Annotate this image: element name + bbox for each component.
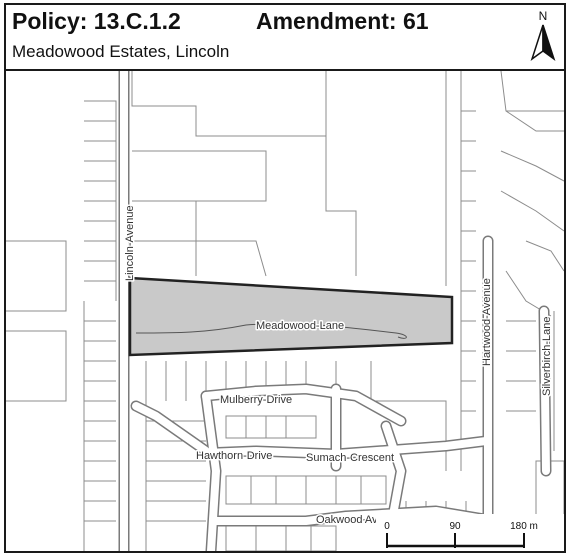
mulberry-drive-label: Mulberry-Drive — [220, 394, 292, 406]
north-label: N — [539, 9, 548, 23]
meadowood-lane-line — [135, 323, 407, 339]
map-svg[interactable]: Lincoln-Avenue Meadowood-Lane Hartwood-A… — [6, 71, 564, 551]
title-block: Policy: 13.C.1.2 Amendment: 61 Meadowood… — [6, 5, 564, 71]
north-arrow-icon: N — [530, 9, 556, 61]
north-arrow-left-half — [530, 24, 544, 61]
amendment-area[interactable] — [128, 276, 454, 357]
hartwood-avenue-label: Hartwood-Avenue — [481, 278, 493, 366]
roads — [118, 71, 552, 551]
north-arrow-right-half — [542, 24, 556, 61]
hawthorn-drive-label: Hawthorn-Drive — [196, 450, 272, 462]
map-canvas[interactable]: Lincoln-Avenue Meadowood-Lane Hartwood-A… — [6, 71, 564, 551]
lincoln-avenue-label: Lincoln-Avenue — [124, 205, 136, 281]
policy-title: Policy: 13.C.1.2 — [12, 8, 181, 34]
location-subtitle: Meadowood Estates, Lincoln — [12, 42, 230, 61]
sumach-crescent-label: Sumach-Crescent — [306, 452, 394, 464]
amendment-title: Amendment: 61 — [256, 8, 429, 34]
scale-tick-label-0: 0 — [384, 521, 390, 532]
map-frame: Policy: 13.C.1.2 Amendment: 61 Meadowood… — [4, 3, 566, 553]
scale-bar: 0 90 180 m — [376, 514, 564, 551]
scale-tick-label-90: 90 — [449, 521, 461, 532]
silverbirch-lane-label: Silverbirch-Lane — [541, 317, 553, 396]
meadowood-lane-label: Meadowood-Lane — [256, 320, 344, 332]
scale-tick-label-180: 180 m — [510, 521, 538, 532]
